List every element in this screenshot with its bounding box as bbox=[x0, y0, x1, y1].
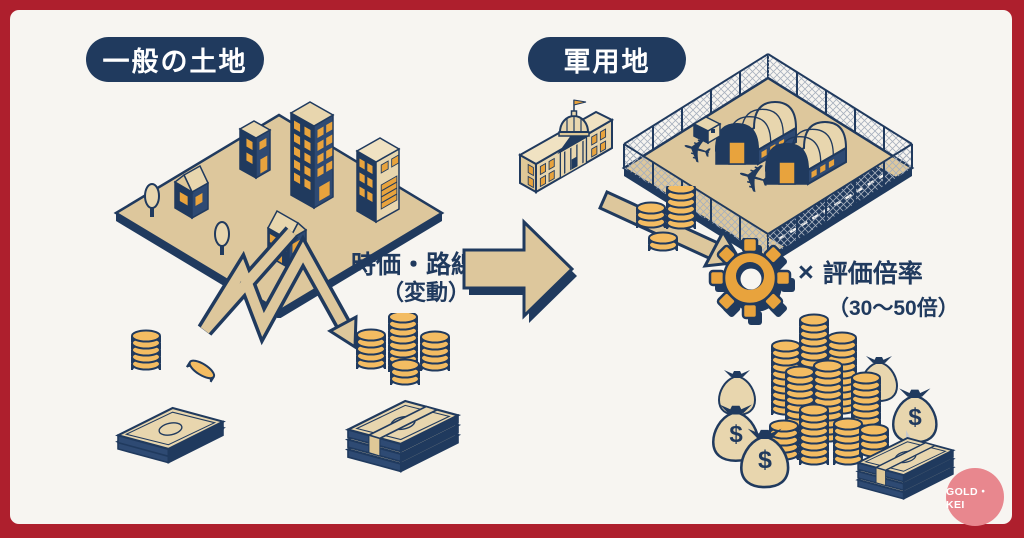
label-general-land: 一般の土地 bbox=[86, 37, 264, 82]
transform-arrow-icon bbox=[462, 218, 577, 323]
coin-stacks-medium bbox=[356, 313, 450, 386]
banknote-single bbox=[116, 406, 225, 464]
hangar-door bbox=[778, 161, 796, 185]
tilted-coin bbox=[185, 356, 218, 383]
valuation-formula: × 評価倍率 （30〜50倍） bbox=[798, 254, 998, 322]
shop-building bbox=[238, 120, 272, 180]
fence-back bbox=[623, 53, 913, 168]
caption-line-2: （変動） bbox=[381, 280, 470, 305]
coin-stack bbox=[390, 358, 420, 386]
dome bbox=[558, 99, 590, 137]
coin-stack-small bbox=[131, 329, 218, 383]
coin-stack bbox=[636, 201, 666, 229]
tree bbox=[144, 183, 160, 217]
coin-stack bbox=[799, 403, 829, 466]
flag-icon bbox=[573, 99, 587, 106]
dollar-sign: $ bbox=[729, 421, 743, 448]
hangar bbox=[764, 120, 848, 186]
formula-title: 評価倍率 bbox=[822, 260, 923, 288]
tree bbox=[214, 221, 230, 255]
dollar-sign: $ bbox=[758, 446, 772, 474]
coin-stack bbox=[420, 330, 450, 372]
money-pile: $ $ $ bbox=[712, 313, 958, 528]
military-base-illustration: ✈ ✈ bbox=[621, 53, 915, 266]
coin-stack bbox=[648, 231, 678, 252]
guard-hut bbox=[692, 116, 722, 145]
infographic-canvas: 一般の土地 軍用地 bbox=[10, 10, 1012, 526]
multiply-symbol: × bbox=[798, 256, 814, 287]
fluctuation-arrow-icon bbox=[197, 226, 358, 350]
government-building-icon bbox=[518, 99, 615, 194]
office-tower bbox=[289, 101, 335, 210]
banknote-stack bbox=[343, 398, 471, 476]
house bbox=[173, 164, 209, 220]
dollar-sign: $ bbox=[908, 404, 922, 431]
gold-kei-logo: GOLD・KEI bbox=[946, 468, 1004, 526]
label-military-land-text: 軍用地 bbox=[563, 47, 651, 77]
coin-stack bbox=[666, 186, 696, 230]
formula-range: （30〜50倍） bbox=[828, 297, 959, 320]
hangar-door bbox=[728, 141, 746, 165]
label-military-land: 軍用地 bbox=[528, 37, 686, 82]
gear-icon bbox=[708, 238, 795, 325]
coin-stack bbox=[833, 417, 863, 466]
label-general-land-text: 一般の土地 bbox=[102, 47, 248, 77]
office-building bbox=[355, 137, 401, 224]
coin-stack bbox=[356, 328, 386, 370]
gold-kei-logo-text: GOLD・KEI bbox=[946, 485, 989, 511]
